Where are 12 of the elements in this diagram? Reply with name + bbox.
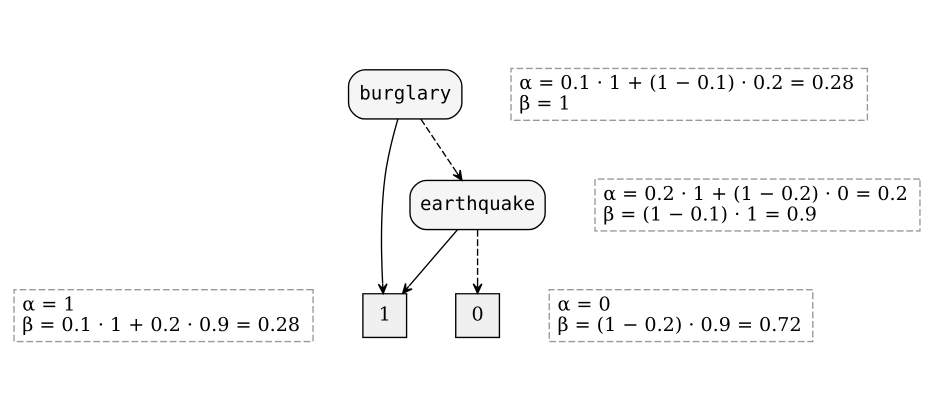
node-box: α = 1 β = 0.1 · 1 + 0.2 · 0.9 = 0.28	[13, 288, 314, 342]
arrow	[472, 230, 483, 294]
node-box: earthquake	[409, 180, 546, 230]
node-box: 0	[455, 293, 500, 338]
node-box: α = 0.1 · 1 + (1 − 0.1) · 0.2 = 0.28 β = 1	[510, 68, 868, 122]
node-box: α = 0 β = (1 − 0.2) · 0.9 = 0.72	[548, 288, 814, 342]
node-box: 1	[362, 293, 408, 338]
arrow	[378, 119, 399, 294]
arrow	[420, 118, 463, 181]
node-box: α = 0.2 · 1 + (1 − 0.2) · 0 = 0.2 β = (1 − 0.1) · 1 = 0.9	[594, 178, 921, 232]
node-box: burglary	[348, 69, 463, 120]
arrow	[402, 229, 458, 294]
